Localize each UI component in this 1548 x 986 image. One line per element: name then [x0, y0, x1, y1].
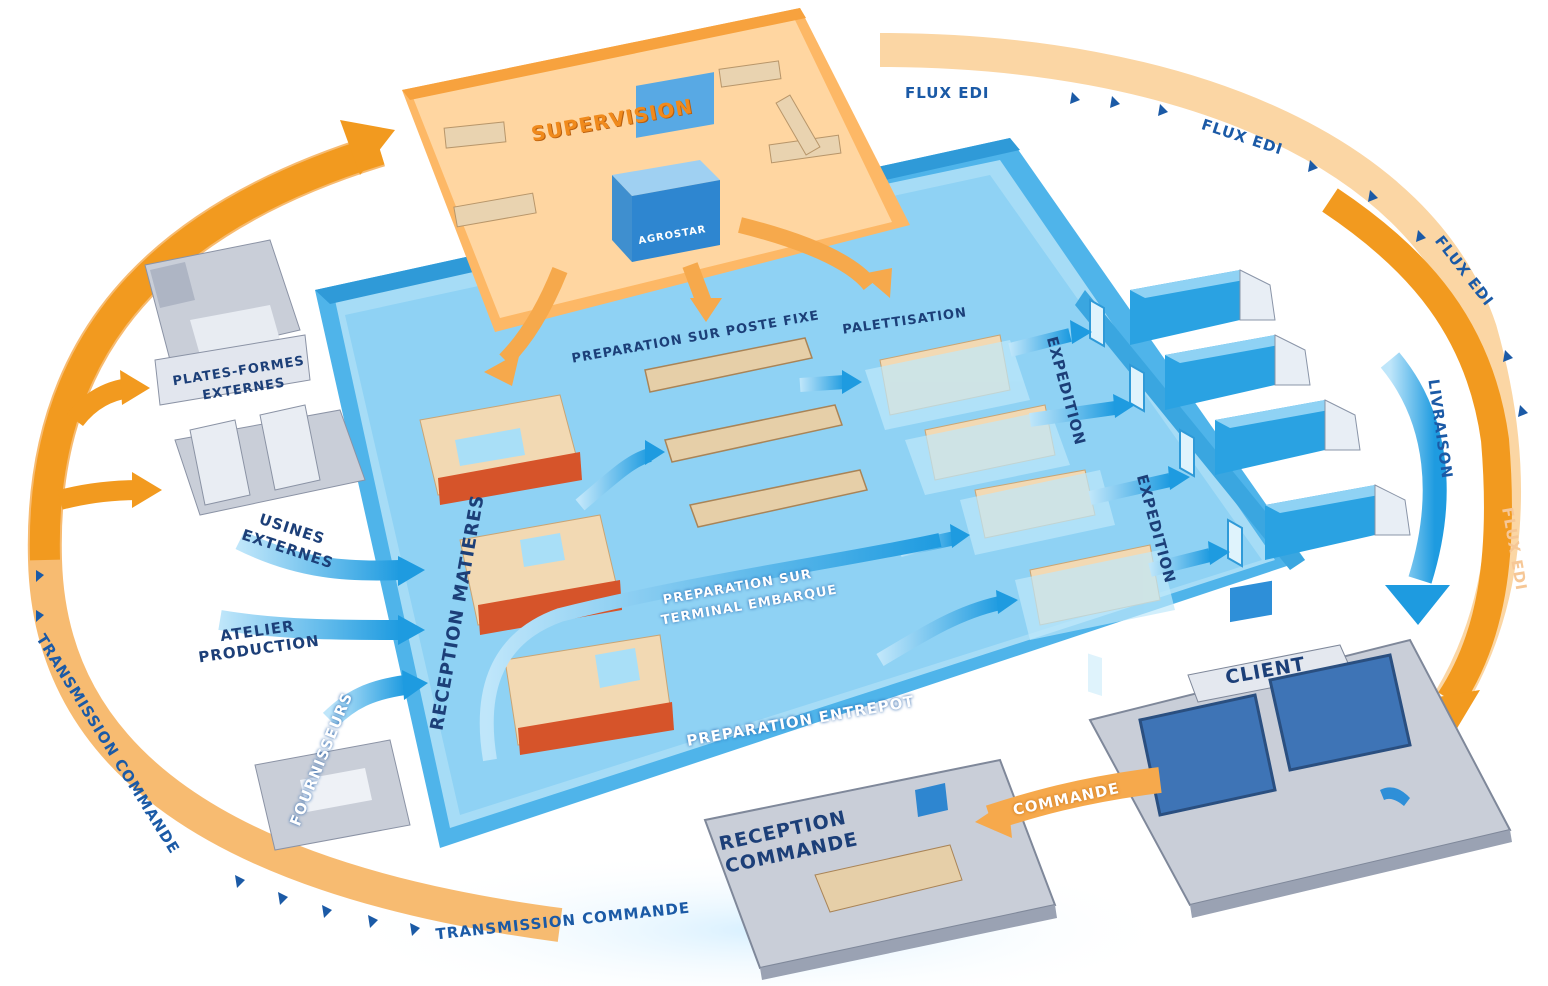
phone-icon	[1380, 787, 1410, 806]
desk	[453, 192, 537, 228]
supervision-arrow-heads	[484, 268, 892, 386]
transmission-cycle-arc	[27, 120, 563, 942]
agrostar-server-icon	[612, 72, 720, 262]
computer-icon	[1230, 580, 1272, 623]
pallet-stack	[459, 514, 622, 635]
fournisseurs-building	[254, 739, 411, 851]
preparation-tables	[644, 337, 868, 528]
truck-icon	[300, 768, 372, 812]
livraison-arrow-head	[1385, 585, 1450, 625]
truck-icon	[1165, 334, 1311, 410]
desk	[443, 121, 507, 149]
client-photo	[1268, 653, 1412, 772]
arrow-head-to-supervision	[340, 120, 395, 175]
flux-edi-label-1: FLUX EDI	[905, 84, 990, 102]
dock-doors	[1089, 298, 1243, 568]
monitor-icon	[915, 783, 948, 817]
desk	[775, 94, 821, 156]
internal-flow-heads	[645, 320, 1230, 614]
internal-flow-arrows	[479, 328, 1212, 762]
plates-formes-building	[144, 239, 311, 406]
flow-markers	[36, 92, 1528, 936]
pallet-pads	[865, 340, 1175, 640]
reception-commande-panel	[703, 758, 1057, 980]
arrow-head-usines	[132, 472, 162, 508]
livraison-arrow	[1380, 352, 1447, 584]
client-panel	[1088, 580, 1512, 918]
usines-building	[174, 404, 366, 516]
truck-icon	[1265, 484, 1411, 560]
pallet-stacks	[419, 394, 674, 755]
arrow-head-plates-formes	[120, 370, 150, 405]
inbound-arrows	[218, 531, 407, 728]
commande-arrow-head	[975, 800, 1012, 838]
delivery-trucks	[1130, 269, 1411, 560]
desk	[718, 60, 782, 88]
branch-to-usines	[57, 480, 141, 510]
inbound-arrow-heads	[398, 556, 428, 700]
truck-icon	[1215, 399, 1361, 475]
pallet-stack	[504, 634, 674, 755]
truck-icon	[1130, 269, 1276, 345]
pallet-stack	[419, 394, 582, 505]
supervision-room	[402, 8, 910, 332]
